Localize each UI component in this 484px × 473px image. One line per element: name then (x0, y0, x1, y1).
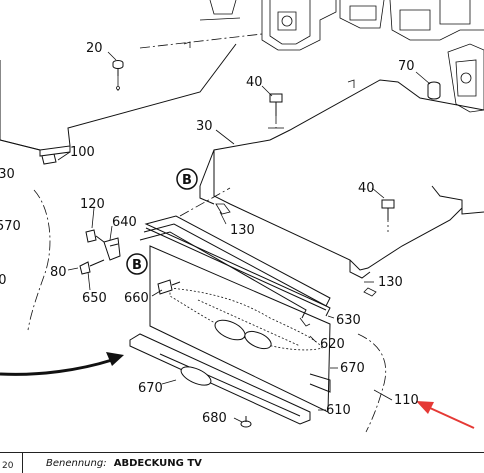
label-640: 640 (112, 215, 137, 230)
label-80: 80 (50, 265, 67, 280)
label-670-right: 670 (340, 361, 365, 376)
part-30-middle-cover (199, 79, 484, 297)
title-block: 20 Benennung: ABDECKUNG TV (0, 452, 484, 473)
label-70: 70 (398, 59, 415, 74)
part-610-panel (149, 245, 331, 413)
title-block-name-row: Benennung: ABDECKUNG TV (46, 458, 202, 469)
screw-20 (112, 60, 124, 76)
label-40-lower: 40 (358, 181, 375, 196)
machine-frame (199, 0, 484, 113)
boundary-lines (27, 189, 387, 433)
screw-660 (157, 279, 181, 295)
parts-630-620-rails (139, 187, 331, 327)
red-pointer-arrow (416, 401, 475, 429)
part-670-frame (129, 333, 331, 425)
callout-b-lower: B (126, 253, 148, 275)
label-530-partial: 530 (0, 167, 15, 182)
label-650: 650 (82, 291, 107, 306)
black-pointer-arrow (0, 352, 124, 376)
part-640-bracket (85, 229, 121, 261)
label-630: 630 (336, 313, 361, 328)
screw-40-lower (381, 199, 395, 220)
part-100-upper-cover (0, 33, 263, 165)
part-70-spacer (427, 81, 441, 100)
label-610: 610 (326, 403, 351, 418)
label-100: 100 (70, 145, 95, 160)
label-130-upper: 130 (230, 223, 255, 238)
label-110: 110 (394, 393, 419, 408)
callout-b-lower-label: B (132, 258, 142, 273)
screw-680 (240, 416, 252, 428)
label-30: 30 (196, 119, 213, 134)
label-10-partial: 10 (0, 273, 7, 288)
label-130-lower: 130 (378, 275, 403, 290)
label-670-left: 670 (138, 381, 163, 396)
leader-lines (57, 51, 431, 423)
callout-b-upper-label: B (182, 173, 192, 188)
label-620: 620 (320, 337, 345, 352)
title-block-divider (22, 453, 23, 473)
title-block-value: ABDECKUNG TV (113, 458, 202, 469)
label-570-partial: 570 (0, 219, 21, 234)
part-number-labels: 20 40 70 30 100 40 130 120 640 130 80 65… (0, 41, 419, 426)
label-20: 20 (86, 41, 103, 56)
title-block-key: Benennung: (46, 458, 107, 469)
label-680: 680 (202, 411, 227, 426)
label-120: 120 (80, 197, 105, 212)
screw-650 (79, 259, 105, 275)
title-block-number: 20 (2, 461, 14, 471)
label-40-upper: 40 (246, 75, 263, 90)
label-660: 660 (124, 291, 149, 306)
screw-40-upper (269, 93, 283, 116)
callout-b-upper: B (176, 168, 198, 190)
